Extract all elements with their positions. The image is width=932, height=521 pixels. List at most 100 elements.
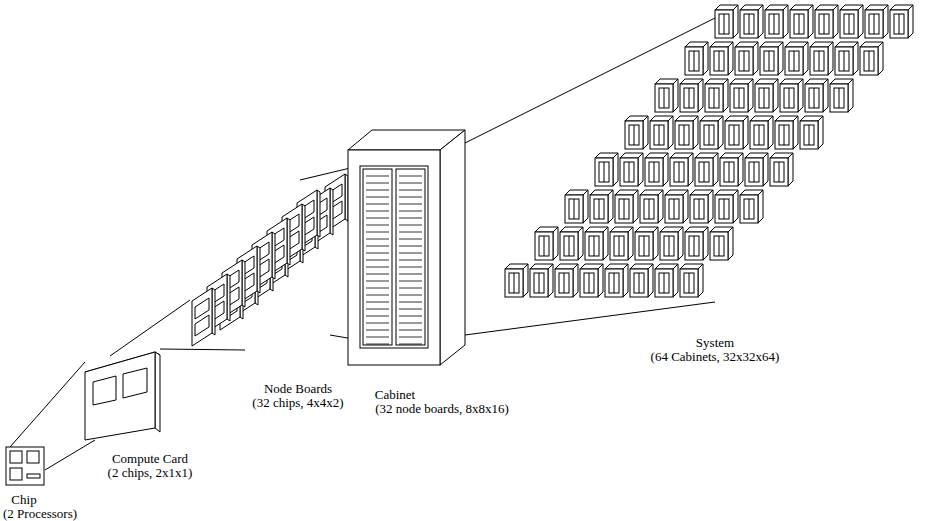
cabinet-icon [674,199,675,219]
cabinet-icon [560,227,583,260]
cabinet-icon [684,88,694,108]
cabinet-icon [783,5,788,38]
cabinet-icon [608,190,613,223]
cabinet-icon [675,121,693,149]
cabinet-icon [740,5,763,38]
cabinet-icon [644,236,645,256]
cabinet-icon [803,42,808,75]
cabinet-icon [610,227,633,260]
cabinet-icon [759,125,760,145]
cabinet-icon [645,158,663,186]
cabinet-icon [765,10,783,38]
cabinet-icon [720,153,743,186]
cabinet-icon [664,236,674,256]
cabinet-icon [595,153,618,186]
cabinet-icon [634,125,635,145]
cabinet-illustration [363,169,392,345]
cabinet-icon [619,236,620,256]
cabinet-icon [555,264,578,297]
cabinet-slots [399,239,422,240]
cabinet-slots [399,253,422,254]
cabinet-icon [780,79,803,112]
projection-line [10,362,85,447]
cabinet-icon [839,51,849,71]
cabinet-icon [690,190,713,223]
cabinet-icon [689,51,699,71]
chip-illustration [27,451,39,463]
cabinet-icon [739,88,740,108]
cabinet-icon [754,125,764,145]
cabinet-icon [650,116,673,149]
cabinet-icon [743,116,748,149]
cabinet-slots [366,309,389,310]
cabinet-icon [860,47,878,75]
cabinet-icon [650,121,668,149]
cabinet-icon [699,162,709,182]
part-spec: (32 node boards, 8x8x16) [375,402,509,416]
cabinet-icon [819,51,820,71]
cabinet-icon [840,5,863,38]
cabinet-icon [654,162,655,182]
cabinet-icon [748,79,753,112]
cabinet-slots [366,176,422,344]
cabinet-icon [770,153,793,186]
cabinet-icon [614,236,624,256]
cabinet-icon [630,264,653,297]
cabinet-icon [655,264,678,297]
part-name: System [696,336,734,350]
cabinet-icon [655,79,678,112]
cabinet-icon [685,227,708,260]
cabinet-slots [366,183,389,184]
cabinet-icon [695,153,718,186]
cabinet-icon [703,42,708,75]
cabinet-slots [366,337,389,338]
cabinet-slots [366,274,389,275]
cabinet-slots [399,176,422,177]
cabinet-slots [366,176,389,177]
cabinet-icon [760,42,783,75]
cabinet-icon [638,153,643,186]
cabinet-icon [744,14,754,34]
compute-card [155,352,160,432]
cabinet-slots [399,309,422,310]
cabinet-icon [678,227,683,260]
cabinet-icon [745,158,763,186]
cabinet-icon [595,158,613,186]
cabinet-icon [739,51,749,71]
cabinet-icon [858,5,863,38]
cabinet-icon [619,199,629,219]
cabinet-icon [693,116,698,149]
cabinet-icon [849,14,850,34]
cabinet-slots [366,260,389,261]
cabinet-icon [819,14,829,34]
cabinet-icon [675,116,698,149]
cabinet-slots [399,246,422,247]
part-spec: (2 chips, 2x1x1) [108,466,193,480]
cabinet-icon [544,236,545,256]
cabinet-icon [860,42,883,75]
cabinet-icon [589,273,590,293]
cabinet-icon [865,5,888,38]
cabinet-icon [564,273,565,293]
cabinet-icon [708,190,713,223]
cabinet-icon [695,158,713,186]
cabinet-slots [366,344,389,345]
cabinet-icon [805,84,823,112]
cabinet-icon [530,264,553,297]
cabinet-icon [694,236,695,256]
cabinet-icon [765,5,788,38]
cabinet-icon [725,116,748,149]
cabinet-icon [633,190,638,223]
cabinet-slots [366,239,389,240]
cabinet-slots [399,197,422,198]
cabinet-icon [680,84,698,112]
cabinet-slots [366,281,389,282]
cabinet-slots [399,316,422,317]
cabinet-icon [798,79,803,112]
chip-illustration [6,447,44,485]
cabinet-icon [778,42,783,75]
cabinet-icon [805,79,828,112]
part-spec: (32 chips, 4x4x2) [252,396,343,410]
cabinet-icon [749,199,750,219]
cabinet-icon [630,269,648,297]
